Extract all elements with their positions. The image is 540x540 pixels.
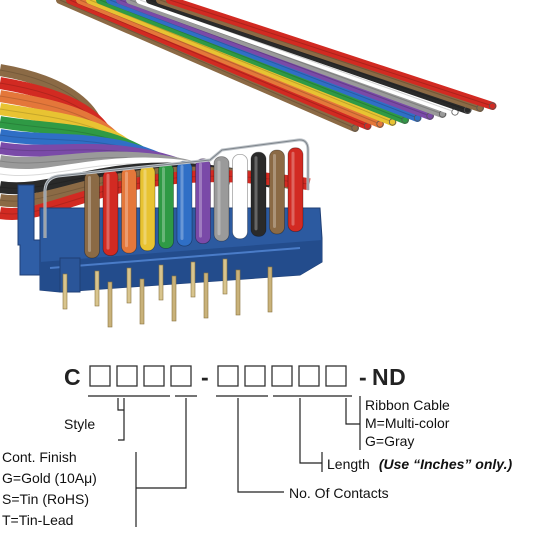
far-conductor-edge <box>99 0 406 121</box>
pin <box>235 269 241 316</box>
part-prefix: C <box>64 364 81 390</box>
conductor-highlight <box>88 176 91 252</box>
conductor-end <box>488 102 497 110</box>
part-dash-1: - <box>201 364 209 390</box>
ribbon-option-multicolor: M=Multi-color <box>365 415 450 431</box>
contacts-label: No. Of Contacts <box>289 485 389 501</box>
style-label: Style <box>64 416 95 432</box>
leader-lines <box>117 396 361 527</box>
far-conductor-edge <box>59 0 356 129</box>
far-conductor-edge <box>79 0 381 125</box>
conductor-highlight <box>291 151 295 226</box>
conductor-bend <box>195 158 211 245</box>
conductor-highlight <box>143 169 147 245</box>
conductor-bend <box>250 151 267 237</box>
conductor-bend <box>139 164 156 252</box>
pin <box>267 266 273 313</box>
far-conductor <box>86 0 397 126</box>
style-box <box>143 365 165 387</box>
pin-back-row <box>158 264 164 301</box>
length-text: Length (Use “Inches” only.) <box>327 456 512 473</box>
far-conductor-edge <box>169 0 493 107</box>
conductor-bend <box>84 171 100 259</box>
style-box <box>116 365 138 387</box>
conductor-highlight <box>162 167 165 243</box>
contact-box <box>325 365 347 387</box>
conductor-highlight <box>106 173 110 250</box>
ribbon-title: Ribbon Cable <box>365 397 450 413</box>
conductor-bend <box>176 160 193 247</box>
pin <box>171 275 177 322</box>
pin-back-row <box>94 270 100 307</box>
pin-back-row <box>62 273 68 310</box>
far-conductor-edge <box>89 0 393 123</box>
ribbon-conductor-bends <box>84 147 304 259</box>
conductor-highlight <box>273 154 276 228</box>
conductor-bend <box>269 149 285 235</box>
length-note: (Use “Inches” only.) <box>379 456 513 472</box>
finish-option-tin-lead: T=Tin-Lead <box>2 512 73 528</box>
style-placeholder-boxes <box>89 365 192 387</box>
contact-box <box>244 365 266 387</box>
style-box <box>170 365 192 387</box>
contact-box <box>217 365 239 387</box>
finish-option-gold: G=Gold (10Aμ) <box>2 470 97 486</box>
field-labels: Style Cont. Finish G=Gold (10Aμ) S=Tin (… <box>2 397 512 528</box>
pin-back-row <box>126 267 132 304</box>
part-suffix: ND <box>372 364 406 390</box>
style-box <box>89 365 111 387</box>
conductor-highlight <box>236 158 239 233</box>
pin-back-row <box>190 261 196 298</box>
far-conductor <box>76 0 384 128</box>
conductor-bend <box>102 169 119 257</box>
conductor-bend <box>213 156 230 242</box>
connector-pins <box>62 258 273 328</box>
conductor-highlight <box>217 160 221 236</box>
conductor-bend <box>158 162 174 249</box>
far-conductor <box>56 0 359 132</box>
ribbon-option-gray: G=Gray <box>365 433 414 449</box>
far-conductor <box>66 0 372 130</box>
far-conductor-edge <box>69 0 368 127</box>
conductor-bend <box>232 153 248 240</box>
contact-box <box>271 365 293 387</box>
ribbon-cable-assembly-illustration <box>0 0 497 328</box>
pin <box>107 281 113 328</box>
pin <box>203 272 209 319</box>
finish-title: Cont. Finish <box>2 449 77 465</box>
length-label: Length <box>327 456 370 472</box>
part-dash-2: - <box>359 364 367 390</box>
conductor-bend <box>121 167 137 254</box>
finish-option-tin: S=Tin (RoHS) <box>2 491 89 507</box>
conductor-highlight <box>254 156 258 231</box>
conductor-highlight <box>125 171 128 248</box>
ribbon-cable-far-end <box>56 0 497 132</box>
far-conductor <box>96 0 409 124</box>
conductor-highlight <box>199 162 202 238</box>
contact-box <box>298 365 320 387</box>
contacts-placeholder-boxes <box>217 365 347 387</box>
part-number: C - - ND <box>64 364 406 390</box>
conductor-bend <box>287 147 304 233</box>
conductor-highlight <box>180 165 184 240</box>
strain-relief-clip-edge <box>44 139 309 238</box>
pin-back-row <box>222 258 228 295</box>
far-conductor <box>166 0 497 110</box>
pin <box>139 278 145 325</box>
